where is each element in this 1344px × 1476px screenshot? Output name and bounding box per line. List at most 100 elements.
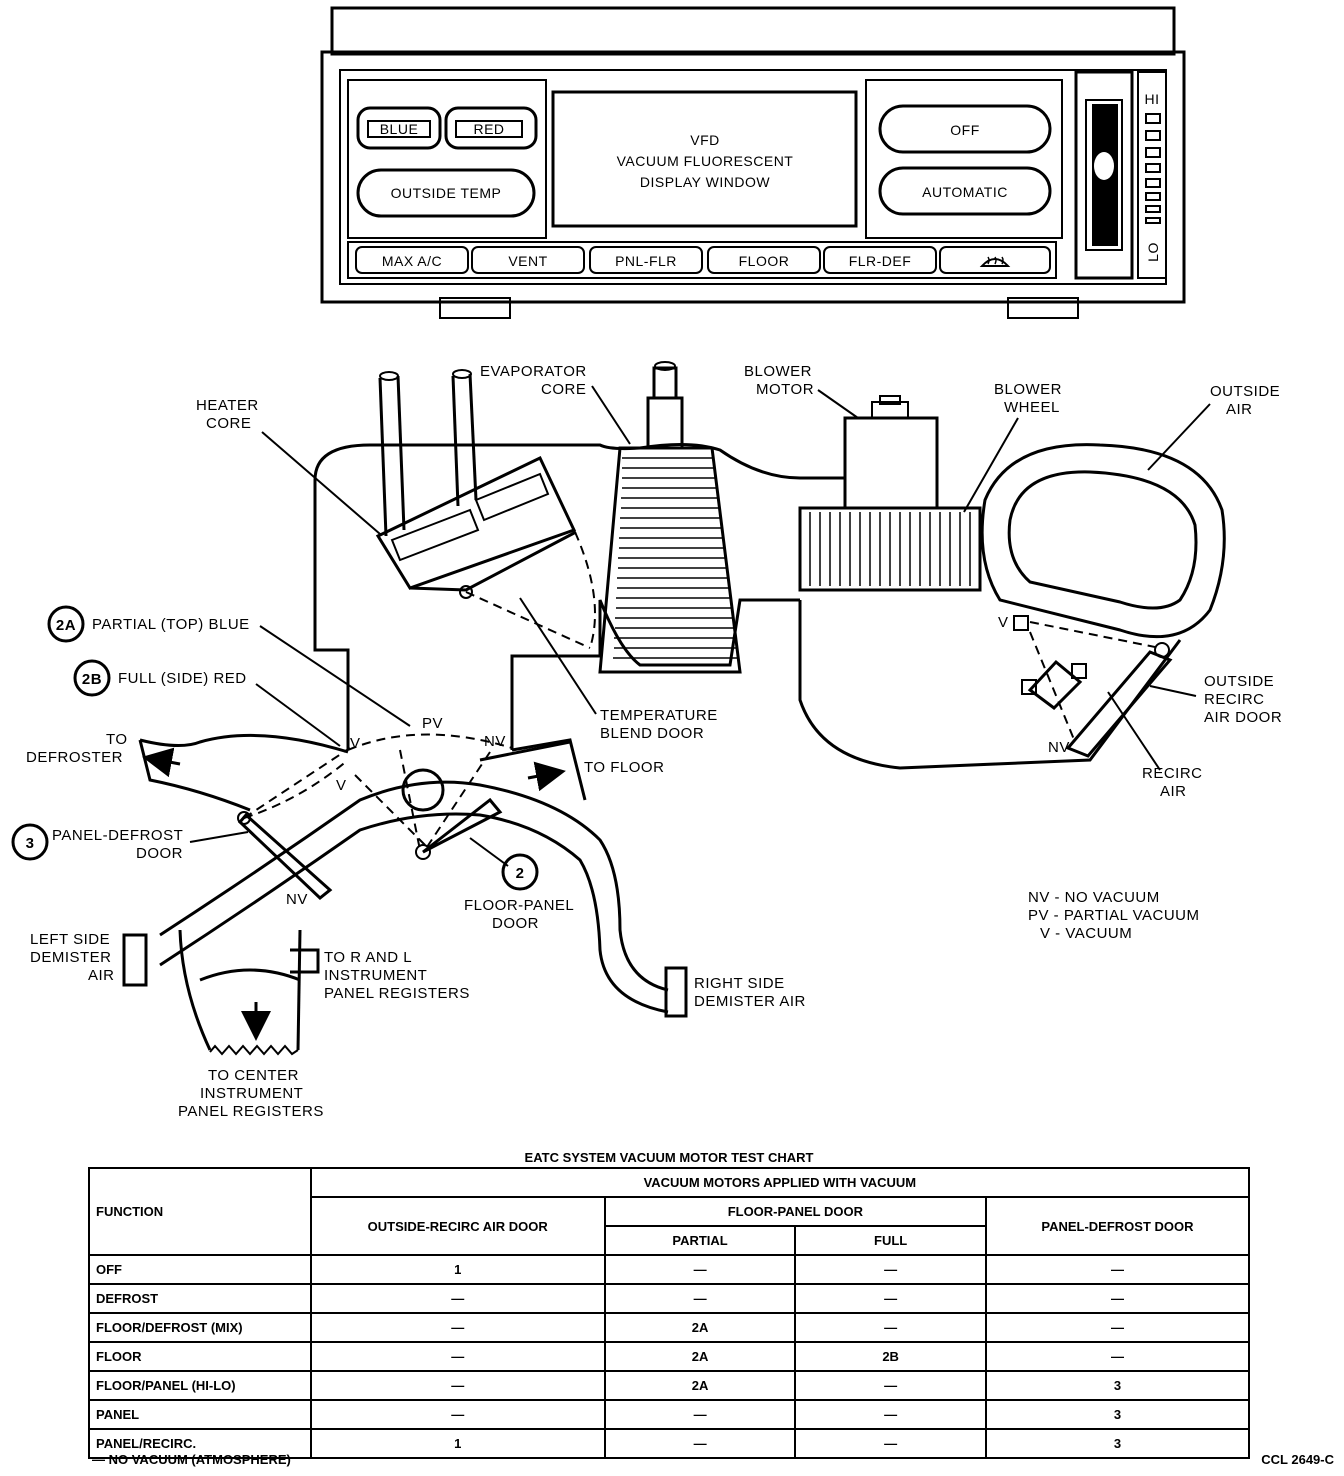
callout-2b: 2B (82, 671, 102, 688)
hvac-airflow-diagram: V V PV NV NV V NV EVAPORATOR CORE HEATER… (11, 361, 1285, 1120)
cell-full: 2B (794, 1341, 987, 1372)
automatic-button-label: AUTOMATIC (922, 184, 1008, 200)
cell-panel-defrost: — (984, 1254, 1251, 1285)
chart-title: EATC SYSTEM VACUUM MOTOR TEST CHART (524, 1150, 814, 1165)
cell-outside: — (309, 1312, 606, 1343)
mode-label-pnl-flr: PNL-FLR (615, 253, 677, 269)
label-right-side-demister: RIGHT SIDE DEMISTER AIR (694, 975, 806, 1010)
temperature-blend-door (409, 530, 596, 649)
automatic-button[interactable]: AUTOMATIC (878, 166, 1052, 216)
cell-outside: — (309, 1399, 606, 1430)
label-recirc-air: RECIRC AIR (1142, 765, 1207, 800)
cell-partial: 2A (603, 1370, 797, 1401)
heater-core (375, 455, 577, 590)
cell-outside: — (309, 1370, 606, 1401)
label-to-defroster: TO DEFROSTER (26, 731, 132, 766)
marker-nv-recirc: NV (1048, 739, 1070, 756)
callout-2-badge: 2 (501, 853, 539, 891)
cell-full: — (794, 1428, 987, 1459)
chart-header-row: OUTSIDE-RECIRC AIR DOOR FLOOR-PANEL DOOR… (89, 1196, 1251, 1256)
blue-button[interactable]: BLUE (356, 106, 442, 150)
outside-recirc-air-door (1013, 615, 1173, 758)
cell-outside: 1 (309, 1428, 606, 1459)
label-outside-recirc-air-door: OUTSIDE RECIRC AIR DOOR (1204, 673, 1282, 726)
cell-panel-defrost: — (984, 1312, 1251, 1343)
outside-air-inlet (980, 443, 1226, 639)
red-button-label: RED (473, 121, 504, 137)
fan-speed-scale: HI LO (1137, 71, 1167, 279)
cell-panel-defrost: 3 (984, 1370, 1251, 1401)
table-row: DEFROST — — — — (88, 1283, 1251, 1314)
mode-button-max-ac[interactable]: MAX A/C (355, 246, 469, 274)
header-panel-defrost: PANEL-DEFROST DOOR (984, 1196, 1251, 1256)
mode-button-pnl-flr[interactable]: PNL-FLR (589, 246, 703, 274)
label-left-side-demister: LEFT SIDE DEMISTER AIR (30, 931, 116, 984)
mode-button-vent[interactable]: VENT (471, 246, 585, 274)
marker-v-upper: V (350, 735, 361, 752)
table-row: PANEL — — — 3 (88, 1399, 1251, 1430)
marker-v-recirc: V (998, 614, 1009, 631)
mode-button-floor[interactable]: FLOOR (707, 246, 821, 274)
cell-function: PANEL/RECIRC. (88, 1428, 312, 1459)
table-row: FLOOR — 2A 2B — (88, 1341, 1251, 1372)
fan-hi-label: HI (1145, 91, 1160, 107)
chart-table: FUNCTION VACUUM MOTORS APPLIED WITH VACU… (88, 1167, 1251, 1459)
chart-header-row: PARTIAL FULL (89, 1225, 1249, 1256)
label-to-center: TO CENTER INSTRUMENT PANEL REGISTERS (178, 1067, 324, 1120)
cell-partial: 2A (603, 1341, 797, 1372)
cell-panel-defrost: 3 (984, 1399, 1251, 1430)
label-to-floor: TO FLOOR (584, 759, 664, 776)
cell-outside: — (309, 1341, 606, 1372)
header-full: FULL (794, 1225, 987, 1256)
display-line-3: DISPLAY WINDOW (640, 174, 770, 190)
callout-3: 3 (26, 835, 35, 852)
off-button[interactable]: OFF (878, 104, 1052, 154)
off-button-label: OFF (950, 122, 980, 138)
cell-function: DEFROST (88, 1283, 312, 1314)
cell-full: — (794, 1283, 987, 1314)
marker-v-lower: V (336, 777, 347, 794)
cell-full: — (794, 1312, 987, 1343)
cell-panel-defrost: — (984, 1283, 1251, 1314)
fan-speed-thumbwheel[interactable] (1074, 70, 1134, 280)
blower-wheel (798, 506, 982, 592)
label-to-r-and-l: TO R AND L INSTRUMENT PANEL REGISTERS (324, 949, 470, 1002)
vacuum-legend: NV - NO VACUUM PV - PARTIAL VACUUM V - V… (1028, 889, 1204, 942)
mode-label-flr-def: FLR-DEF (849, 253, 912, 269)
mode-button-flr-def[interactable]: FLR-DEF (823, 246, 937, 274)
outside-temp-label: OUTSIDE TEMP (391, 185, 502, 201)
marker-pv: PV (422, 715, 443, 732)
figure-code: CCL 2649-C (1261, 1452, 1334, 1467)
cell-outside: — (309, 1283, 606, 1314)
marker-nv-door: NV (286, 891, 308, 908)
blower-motor (843, 395, 939, 510)
cell-function: FLOOR/PANEL (HI-LO) (88, 1370, 312, 1401)
hvac-case-outline (313, 442, 845, 750)
callout-2a-badge: 2A (47, 605, 85, 643)
table-row: FLOOR/DEFROST (MIX) — 2A — — (88, 1312, 1251, 1343)
label-outside-air: OUTSIDE AIR (1210, 383, 1285, 418)
header-outside-recirc: OUTSIDE-RECIRC AIR DOOR (309, 1196, 606, 1256)
mode-button-defrost[interactable] (939, 246, 1051, 274)
label-panel-defrost-door: PANEL-DEFROST DOOR (52, 827, 188, 862)
mode-label-max-ac: MAX A/C (382, 253, 442, 269)
table-row: PANEL/RECIRC. 1 — — 3 (88, 1428, 1251, 1459)
marker-nv-floor: NV (484, 733, 506, 750)
label-full-side-red: FULL (SIDE) RED (118, 670, 247, 687)
callout-3-badge: 3 (11, 823, 49, 861)
cell-partial: — (603, 1283, 797, 1314)
label-evaporator-core: EVAPORATOR CORE (480, 363, 591, 398)
label-temperature-blend-door: TEMPERATURE BLEND DOOR (600, 707, 722, 742)
vfd-display-window: VFD VACUUM FLUORESCENT DISPLAY WINDOW (551, 90, 858, 228)
display-line-1: VFD (690, 132, 720, 148)
header-function: FUNCTION (88, 1167, 312, 1256)
red-button[interactable]: RED (444, 106, 538, 150)
cell-function: OFF (88, 1254, 312, 1285)
table-row: OFF 1 — — — (88, 1254, 1251, 1285)
label-heater-core: HEATER CORE (196, 397, 263, 432)
outside-temp-button[interactable]: OUTSIDE TEMP (356, 168, 536, 218)
cell-panel-defrost: — (984, 1341, 1251, 1372)
label-partial-top-blue: PARTIAL (TOP) BLUE (92, 616, 250, 633)
blue-button-label: BLUE (380, 121, 419, 137)
recirc-vacuum-motor (1021, 659, 1087, 710)
